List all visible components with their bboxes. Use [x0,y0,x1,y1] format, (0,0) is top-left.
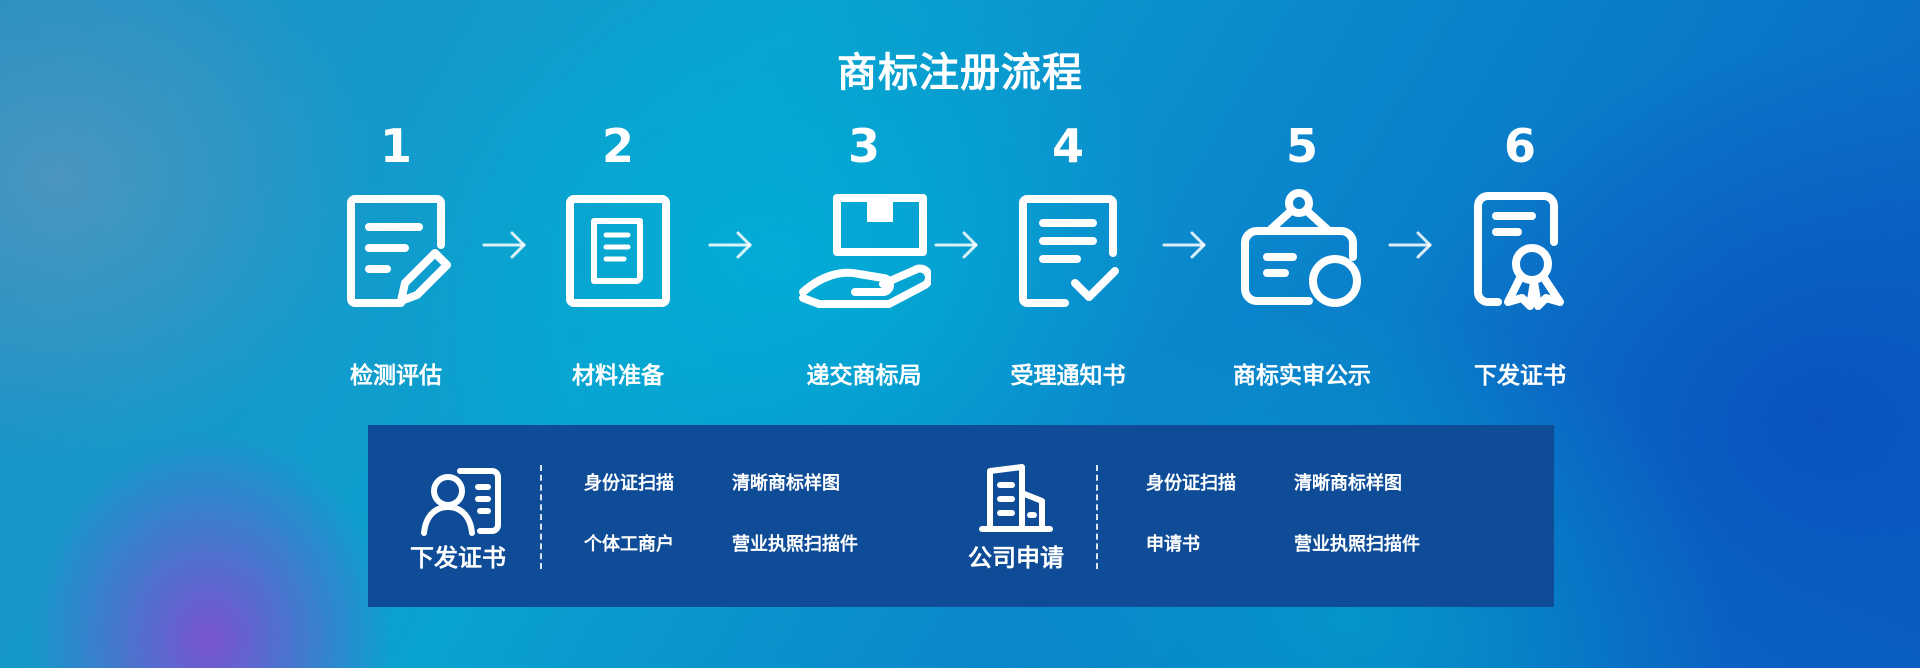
requirement-item: 申请书 [1146,534,1200,555]
step-2: 2 材料准备 [518,118,718,390]
step-label: 受理通知书 [1010,363,1126,389]
step-number: 6 [1503,119,1536,173]
document-icon [518,186,718,316]
company-group: 公司申请 身份证扫描 清晰商标样图 申请书 营业执照扫描件 [956,425,1516,607]
step-1: 1 检测评估 [296,118,496,390]
step-3: 3 递交商标局 [764,118,964,390]
step-6: 6 下发证书 [1420,118,1620,390]
divider [1096,465,1098,569]
requirement-item: 清晰商标样图 [1294,473,1402,494]
requirements-panel: 下发证书 身份证扫描 清晰商标样图 个体工商户 营业执照扫描件 公司申请 身份证… [368,425,1554,607]
requirement-item: 清晰商标样图 [732,473,840,494]
page-title: 商标注册流程 [837,50,1083,96]
step-number: 4 [1051,119,1084,173]
step-number: 1 [379,119,412,173]
company-title: 公司申请 [968,544,1064,572]
person-card-icon [420,465,504,541]
requirement-item: 个体工商户 [584,534,674,555]
hand-box-icon [764,186,964,316]
requirement-item: 身份证扫描 [1146,473,1236,494]
document-check-icon [968,186,1168,316]
edit-document-icon [296,186,496,316]
certificate-icon [1420,186,1620,316]
requirement-item: 营业执照扫描件 [732,534,858,555]
step-number: 2 [601,119,634,173]
step-4: 4 受理通知书 [968,118,1168,390]
step-label: 递交商标局 [806,363,922,389]
arrow-right-icon [934,231,978,259]
arrow-right-icon [708,231,752,259]
step-label: 材料准备 [572,363,664,389]
individual-group: 下发证书 身份证扫描 清晰商标样图 个体工商户 营业执照扫描件 [398,425,858,607]
step-5: 5 商标实审公示 [1202,118,1402,390]
arrow-right-icon [1388,231,1432,259]
step-label: 商标实审公示 [1233,363,1371,389]
step-label: 检测评估 [350,363,442,389]
building-icon [978,463,1054,539]
arrow-right-icon [1162,231,1206,259]
step-number: 5 [1285,119,1318,173]
step-number: 3 [847,119,880,173]
hanging-card-icon [1202,186,1402,316]
individual-title: 下发证书 [410,544,506,572]
divider [540,465,542,569]
step-label: 下发证书 [1474,363,1566,389]
requirement-item: 营业执照扫描件 [1294,534,1420,555]
arrow-right-icon [482,231,526,259]
requirement-item: 身份证扫描 [584,473,674,494]
